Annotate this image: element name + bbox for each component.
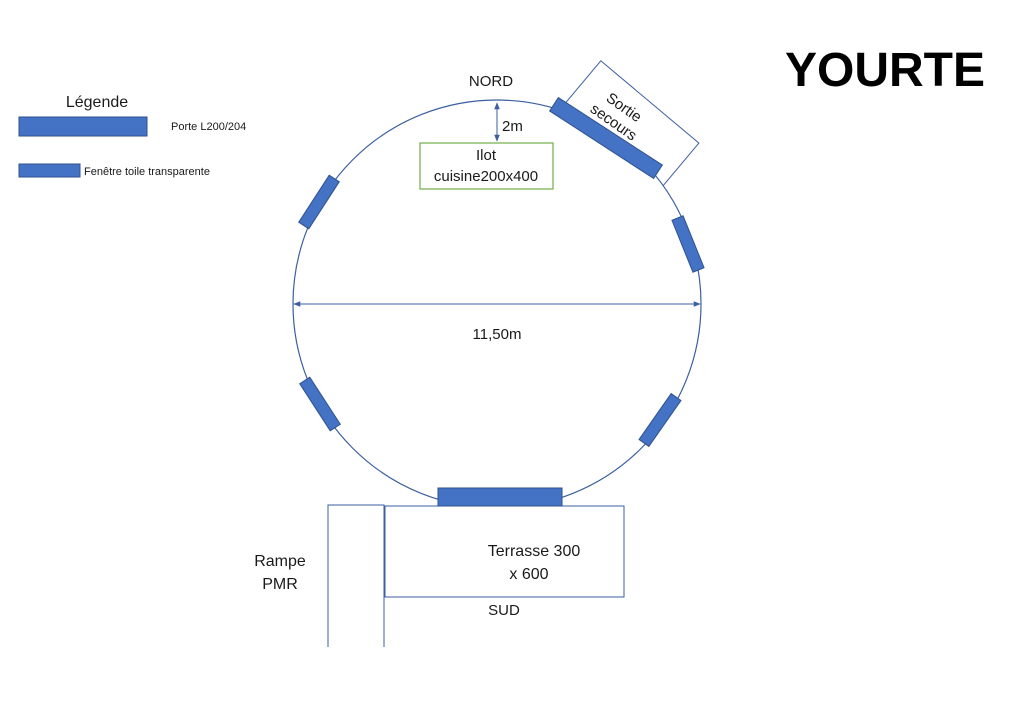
- legend-door-label: Porte L200/204: [171, 121, 246, 133]
- page-title: YOURTE: [785, 44, 985, 97]
- window: [671, 215, 705, 273]
- pmr-ramp: Rampe PMR: [254, 504, 385, 647]
- window: [298, 174, 340, 230]
- legend-window-swatch: [18, 163, 81, 178]
- legend-heading: Légende: [66, 94, 128, 111]
- kitchen-island: Ilot cuisine200x400: [419, 142, 554, 190]
- legend: Légende Porte L200/204 Fenêtre toile tra…: [18, 94, 246, 178]
- terrace-box: [384, 505, 625, 598]
- terrace: Terrasse 300 x 600: [384, 505, 625, 598]
- kitchen-island-label-1: Ilot: [476, 147, 497, 164]
- diameter-label: 11,50m: [473, 326, 522, 343]
- terrace-label-1: Terrasse 300: [488, 543, 581, 560]
- kitchen-dimension-label: 2m: [502, 118, 523, 135]
- pmr-ramp-label-1: Rampe: [254, 553, 306, 570]
- north-label: NORD: [469, 73, 513, 90]
- window: [638, 392, 682, 448]
- emergency-exit-door: [548, 96, 664, 180]
- pmr-ramp-label-2: PMR: [262, 576, 298, 593]
- window: [299, 376, 341, 432]
- south-label: SUD: [488, 602, 520, 619]
- main-door: [437, 487, 563, 507]
- terrace-label-2: x 600: [509, 566, 548, 583]
- legend-window-label: Fenêtre toile transparente: [84, 166, 210, 178]
- legend-door-swatch: [18, 116, 148, 137]
- pmr-ramp-outline: [327, 504, 385, 647]
- kitchen-island-label-2: cuisine200x400: [434, 168, 538, 185]
- windows: [298, 174, 705, 448]
- kitchen-island-box: [419, 142, 554, 190]
